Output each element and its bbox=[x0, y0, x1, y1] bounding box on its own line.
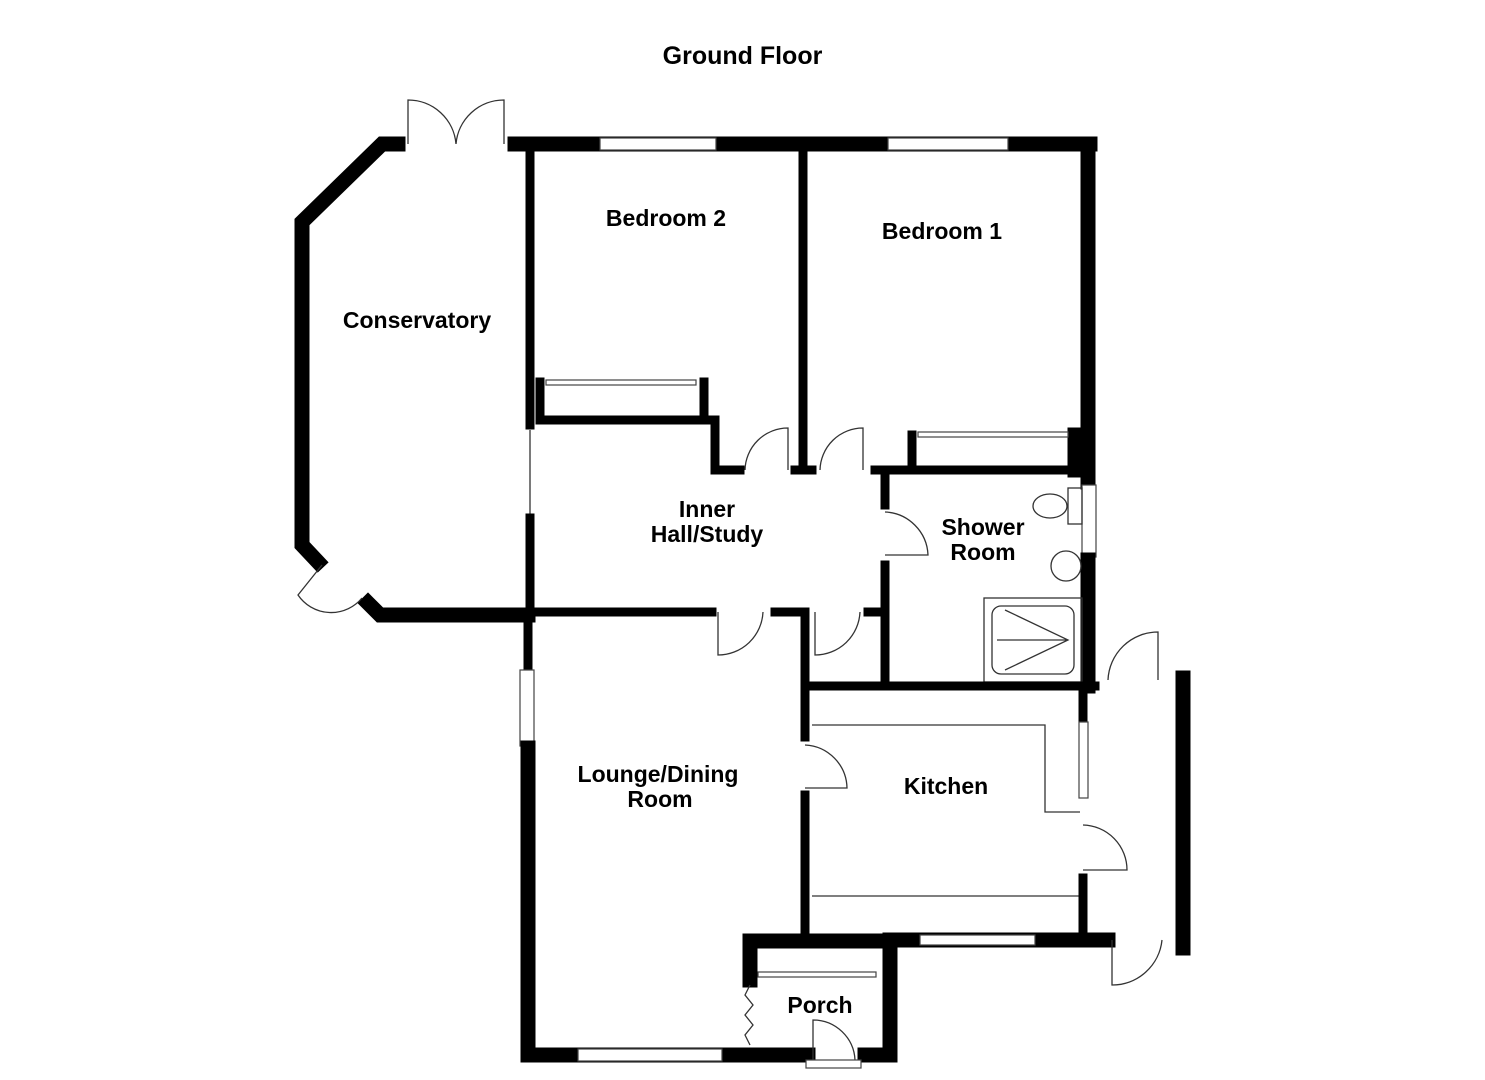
door-front bbox=[812, 1019, 856, 1061]
window-kitchen-side bbox=[1078, 721, 1089, 799]
french-door bbox=[407, 99, 505, 145]
basin-icon bbox=[1050, 550, 1082, 582]
window-bedroom1 bbox=[887, 137, 1009, 151]
room-label-conservatory: Conservatory bbox=[343, 307, 491, 333]
door-lounge bbox=[717, 611, 764, 656]
toilet-icon bbox=[1032, 493, 1068, 519]
room-label-shower: Shower bbox=[941, 514, 1024, 540]
door-bedroom2 bbox=[744, 427, 789, 471]
door-lobby-bottom bbox=[1111, 939, 1163, 986]
window-lounge-side bbox=[519, 669, 535, 747]
conservatory-bottom-wall bbox=[357, 592, 536, 623]
front-threshold bbox=[805, 1059, 862, 1069]
porch-window bbox=[757, 971, 877, 978]
window-shower bbox=[1081, 484, 1097, 558]
door-kitchen bbox=[804, 744, 848, 789]
door-bedroom1 bbox=[819, 427, 864, 471]
cistern-icon bbox=[1067, 487, 1083, 525]
window-kitchen bbox=[919, 934, 1036, 946]
shower-drain-lines bbox=[997, 609, 1070, 671]
room-label-hall-study: Hall/Study bbox=[651, 521, 764, 547]
conservatory-side-door bbox=[297, 564, 363, 614]
door-kitchen-side bbox=[1082, 824, 1128, 871]
room-label-lounge: Lounge/Dining bbox=[578, 761, 739, 787]
floor-title: Ground Floor bbox=[662, 42, 823, 70]
wardrobe1-doors bbox=[917, 431, 1069, 438]
door-shower bbox=[884, 511, 929, 556]
conservatory-wall bbox=[294, 136, 406, 573]
room-label-porch: Porch bbox=[787, 992, 852, 1018]
room-label-lounge-room: Room bbox=[627, 786, 692, 812]
wardrobe-wall bbox=[535, 377, 745, 475]
window-lounge bbox=[577, 1048, 723, 1062]
folding-door bbox=[744, 984, 754, 1046]
worktop bbox=[812, 724, 1080, 897]
room-label-bedroom1: Bedroom 1 bbox=[882, 218, 1002, 244]
window-bedroom2 bbox=[599, 137, 717, 151]
shower-tray-inner bbox=[991, 605, 1075, 675]
door-lobby-top bbox=[1107, 631, 1159, 681]
room-label-kitchen: Kitchen bbox=[904, 773, 988, 799]
wardrobe-doors bbox=[545, 379, 697, 386]
room-label-inner-hall: Inner bbox=[679, 496, 735, 522]
door-cupboard bbox=[814, 611, 861, 656]
room-label-bedroom2: Bedroom 2 bbox=[606, 205, 726, 231]
porch-wall bbox=[742, 933, 898, 1063]
room-label-shower-room: Room bbox=[950, 539, 1015, 565]
